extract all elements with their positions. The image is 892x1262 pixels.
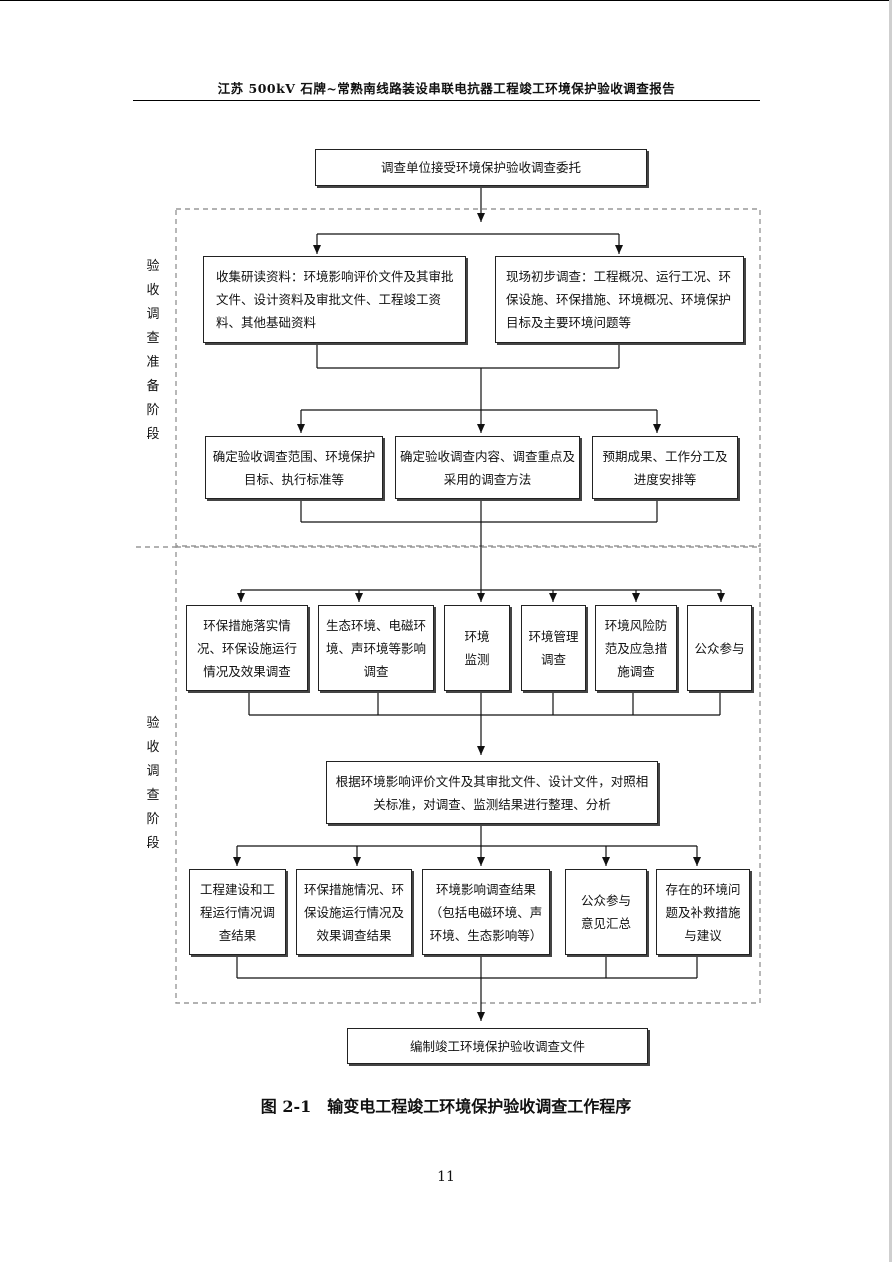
site-survey-box: 现场初步调查：工程概况、运行工况、环保设施、环保措施、环境概况、环境保护目标及主… (495, 256, 744, 343)
ecology-survey-box: 生态环境、电磁环境、声环境等影响调查 (318, 605, 434, 691)
result-public-box: 公众参与意见汇总 (565, 869, 647, 955)
public-participation-box: 公众参与 (687, 605, 752, 691)
analysis-box: 根据环境影响评价文件及其审批文件、设计文件，对照相关标准，对调查、监测结果进行整… (326, 761, 658, 824)
stage-label-preparation: 验收调查准备阶段 (146, 259, 160, 442)
figure-caption: 图 2-1 输变电工程竣工环境保护验收调查工作程序 (260, 1097, 632, 1116)
report-header-title: 江苏 500kV 石牌~常熟南线路装设串联电抗器工程竣工环境保护验收调查报告 (217, 81, 676, 96)
monitoring-box: 环境监测 (444, 605, 510, 691)
prep-stage-frame (175, 208, 761, 547)
stage-label-survey: 验收调查阶段 (146, 716, 160, 851)
result-measures-box: 环保措施情况、环保设施运行情况及效果调查结果 (296, 869, 412, 955)
result-issues-box: 存在的环境问题及补救措施与建议 (656, 869, 750, 955)
risk-box: 环境风险防范及应急措施调查 (595, 605, 677, 691)
start-box: 调查单位接受环境保护验收调查委托 (315, 149, 647, 186)
result-impact-box: 环境影响调查结果（包括电磁环境、声环境、生态影响等） (422, 869, 550, 955)
page-right-edge (889, 0, 892, 1262)
page-number: 11 (437, 1169, 455, 1185)
management-box: 环境管理调查 (521, 605, 586, 691)
collect-documents-box: 收集研读资料：环境影响评价文件及其审批文件、设计资料及审批文件、工程竣工资料、其… (203, 256, 466, 343)
final-report-box: 编制竣工环境保护验收调查文件 (347, 1028, 648, 1064)
plan-box: 预期成果、工作分工及进度安排等 (592, 436, 738, 499)
content-box: 确定验收调查内容、调查重点及采用的调查方法 (395, 436, 580, 499)
survey-stage-frame (175, 546, 761, 1004)
header-rule (133, 100, 760, 101)
measures-survey-box: 环保措施落实情况、环保设施运行情况及效果调查 (186, 605, 308, 691)
result-construction-box: 工程建设和工程运行情况调查结果 (189, 869, 286, 955)
scope-box: 确定验收调查范围、环境保护目标、执行标准等 (205, 436, 383, 499)
page-top-border (0, 0, 892, 1)
